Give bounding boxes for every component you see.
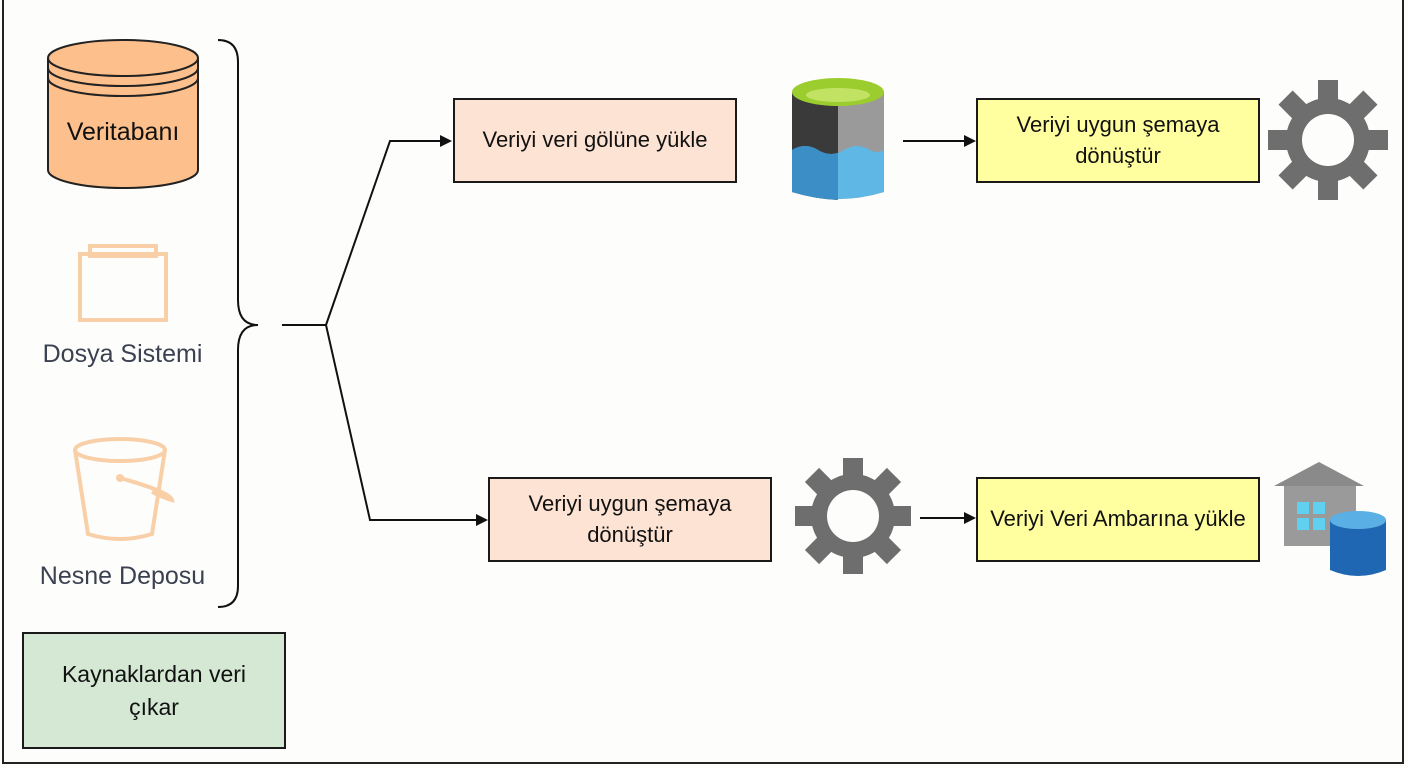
sources-brace bbox=[217, 39, 259, 608]
gear-icon bbox=[795, 458, 911, 574]
load-to-datalake-box: Veriyi veri gölüne yükle bbox=[453, 98, 737, 183]
arrow-to-datalake-load bbox=[325, 135, 452, 326]
arrow-to-bottom-transform bbox=[325, 324, 488, 526]
load-to-warehouse-box: Veriyi Veri Ambarına yükle bbox=[976, 477, 1260, 562]
gear-icon bbox=[1268, 80, 1388, 200]
bottom-transform-box: Veriyi uygun şemaya dönüştür bbox=[488, 477, 772, 562]
extract-box: Kaynaklardan veri çıkar bbox=[22, 632, 286, 749]
database-label: Veritabanı bbox=[66, 118, 180, 146]
data-warehouse-icon bbox=[1274, 462, 1386, 576]
objectstore-label: Nesne Deposu bbox=[39, 562, 206, 590]
database-cylinder-icon bbox=[47, 39, 199, 189]
top-transform-box: Veriyi uygun şemaya dönüştür bbox=[976, 98, 1260, 183]
filesystem-label: Dosya Sistemi bbox=[42, 340, 203, 368]
bucket-icon bbox=[73, 437, 175, 541]
folder-icon bbox=[78, 244, 168, 322]
data-lake-icon bbox=[792, 78, 884, 200]
